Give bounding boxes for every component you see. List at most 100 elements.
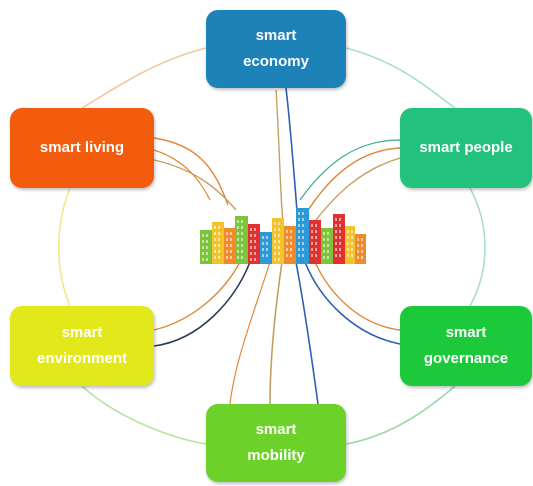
building-window (290, 236, 292, 239)
ring-arc-top-left (81, 47, 207, 109)
building-window (298, 212, 300, 215)
building-window (254, 252, 256, 255)
building-window (237, 226, 239, 229)
building-window (302, 218, 304, 221)
connector-mobility-2 (295, 261, 319, 405)
building-window (357, 238, 359, 241)
building-window (357, 250, 359, 253)
building-window (241, 220, 243, 223)
building-window (226, 232, 228, 235)
smart-governance-label: smart governance (423, 324, 509, 367)
building-window (339, 242, 341, 245)
building-window (351, 242, 353, 245)
building-window (290, 248, 292, 251)
building-window (339, 254, 341, 257)
building-window (206, 234, 208, 237)
building-window (311, 248, 313, 251)
building-window (323, 244, 325, 247)
building-window (230, 256, 232, 259)
building-window (357, 244, 359, 247)
building-window (335, 248, 337, 251)
ring-arc-bottom-right (345, 385, 456, 445)
building-window (347, 236, 349, 239)
smart-environment-label: smart environment (36, 324, 127, 367)
building-window (250, 234, 252, 237)
building-window (218, 244, 220, 247)
smart-living-box: smart living (10, 108, 154, 188)
connector-people-3 (299, 139, 401, 201)
building-window (254, 240, 256, 243)
building-window (230, 250, 232, 253)
building-window (290, 230, 292, 233)
building-window (278, 246, 280, 249)
smart-governance-box: smart governance (400, 306, 532, 386)
building-window (298, 236, 300, 239)
building-window (214, 232, 216, 235)
building-window (323, 232, 325, 235)
building-window (335, 230, 337, 233)
building-window (361, 238, 363, 241)
building-window (202, 240, 204, 243)
building-window (278, 240, 280, 243)
city-buildings (200, 208, 366, 264)
building-window (361, 250, 363, 253)
building-window (241, 250, 243, 253)
building-window (351, 236, 353, 239)
building-window (361, 256, 363, 259)
building-window (202, 234, 204, 237)
building-window (241, 244, 243, 247)
building-window (226, 244, 228, 247)
building-window (298, 230, 300, 233)
smart-people-box: smart people (400, 108, 532, 188)
building-window (339, 230, 341, 233)
building-window (298, 242, 300, 245)
building-window (278, 228, 280, 231)
building-window (339, 236, 341, 239)
building-window (266, 236, 268, 239)
building-window (254, 246, 256, 249)
connector-governance-1 (304, 261, 401, 345)
building-window (274, 240, 276, 243)
building-window (218, 256, 220, 259)
building-window (241, 238, 243, 241)
smart-economy-box: smart economy (206, 10, 346, 88)
building-window (237, 238, 239, 241)
building-window (286, 254, 288, 257)
building-window (237, 220, 239, 223)
building-window (230, 238, 232, 241)
building-window (250, 258, 252, 261)
building-window (323, 256, 325, 259)
building-window (302, 254, 304, 257)
building-window (327, 232, 329, 235)
building-window (347, 242, 349, 245)
building-window (254, 234, 256, 237)
building-window (347, 254, 349, 257)
building-window (351, 254, 353, 257)
building-window (286, 230, 288, 233)
building-window (302, 248, 304, 251)
building-window (274, 246, 276, 249)
smart-people-label: smart people (419, 139, 513, 156)
building-window (230, 244, 232, 247)
smart-living-label: smart living (39, 139, 125, 156)
building-window (262, 248, 264, 251)
building-window (218, 250, 220, 253)
building-window (206, 246, 208, 249)
building-window (266, 248, 268, 251)
smart-environment-box: smart environment (10, 306, 154, 386)
building-window (241, 226, 243, 229)
building-window (302, 230, 304, 233)
building-window (351, 248, 353, 251)
building-window (339, 248, 341, 251)
ring-arc-bottom-left (81, 385, 207, 445)
building-window (347, 248, 349, 251)
building-window (254, 228, 256, 231)
connector-living-1 (153, 137, 229, 206)
building-window (266, 254, 268, 257)
building-window (315, 248, 317, 251)
building-window (237, 250, 239, 253)
building-window (290, 242, 292, 245)
building-window (327, 250, 329, 253)
building-window (237, 232, 239, 235)
building-window (335, 242, 337, 245)
